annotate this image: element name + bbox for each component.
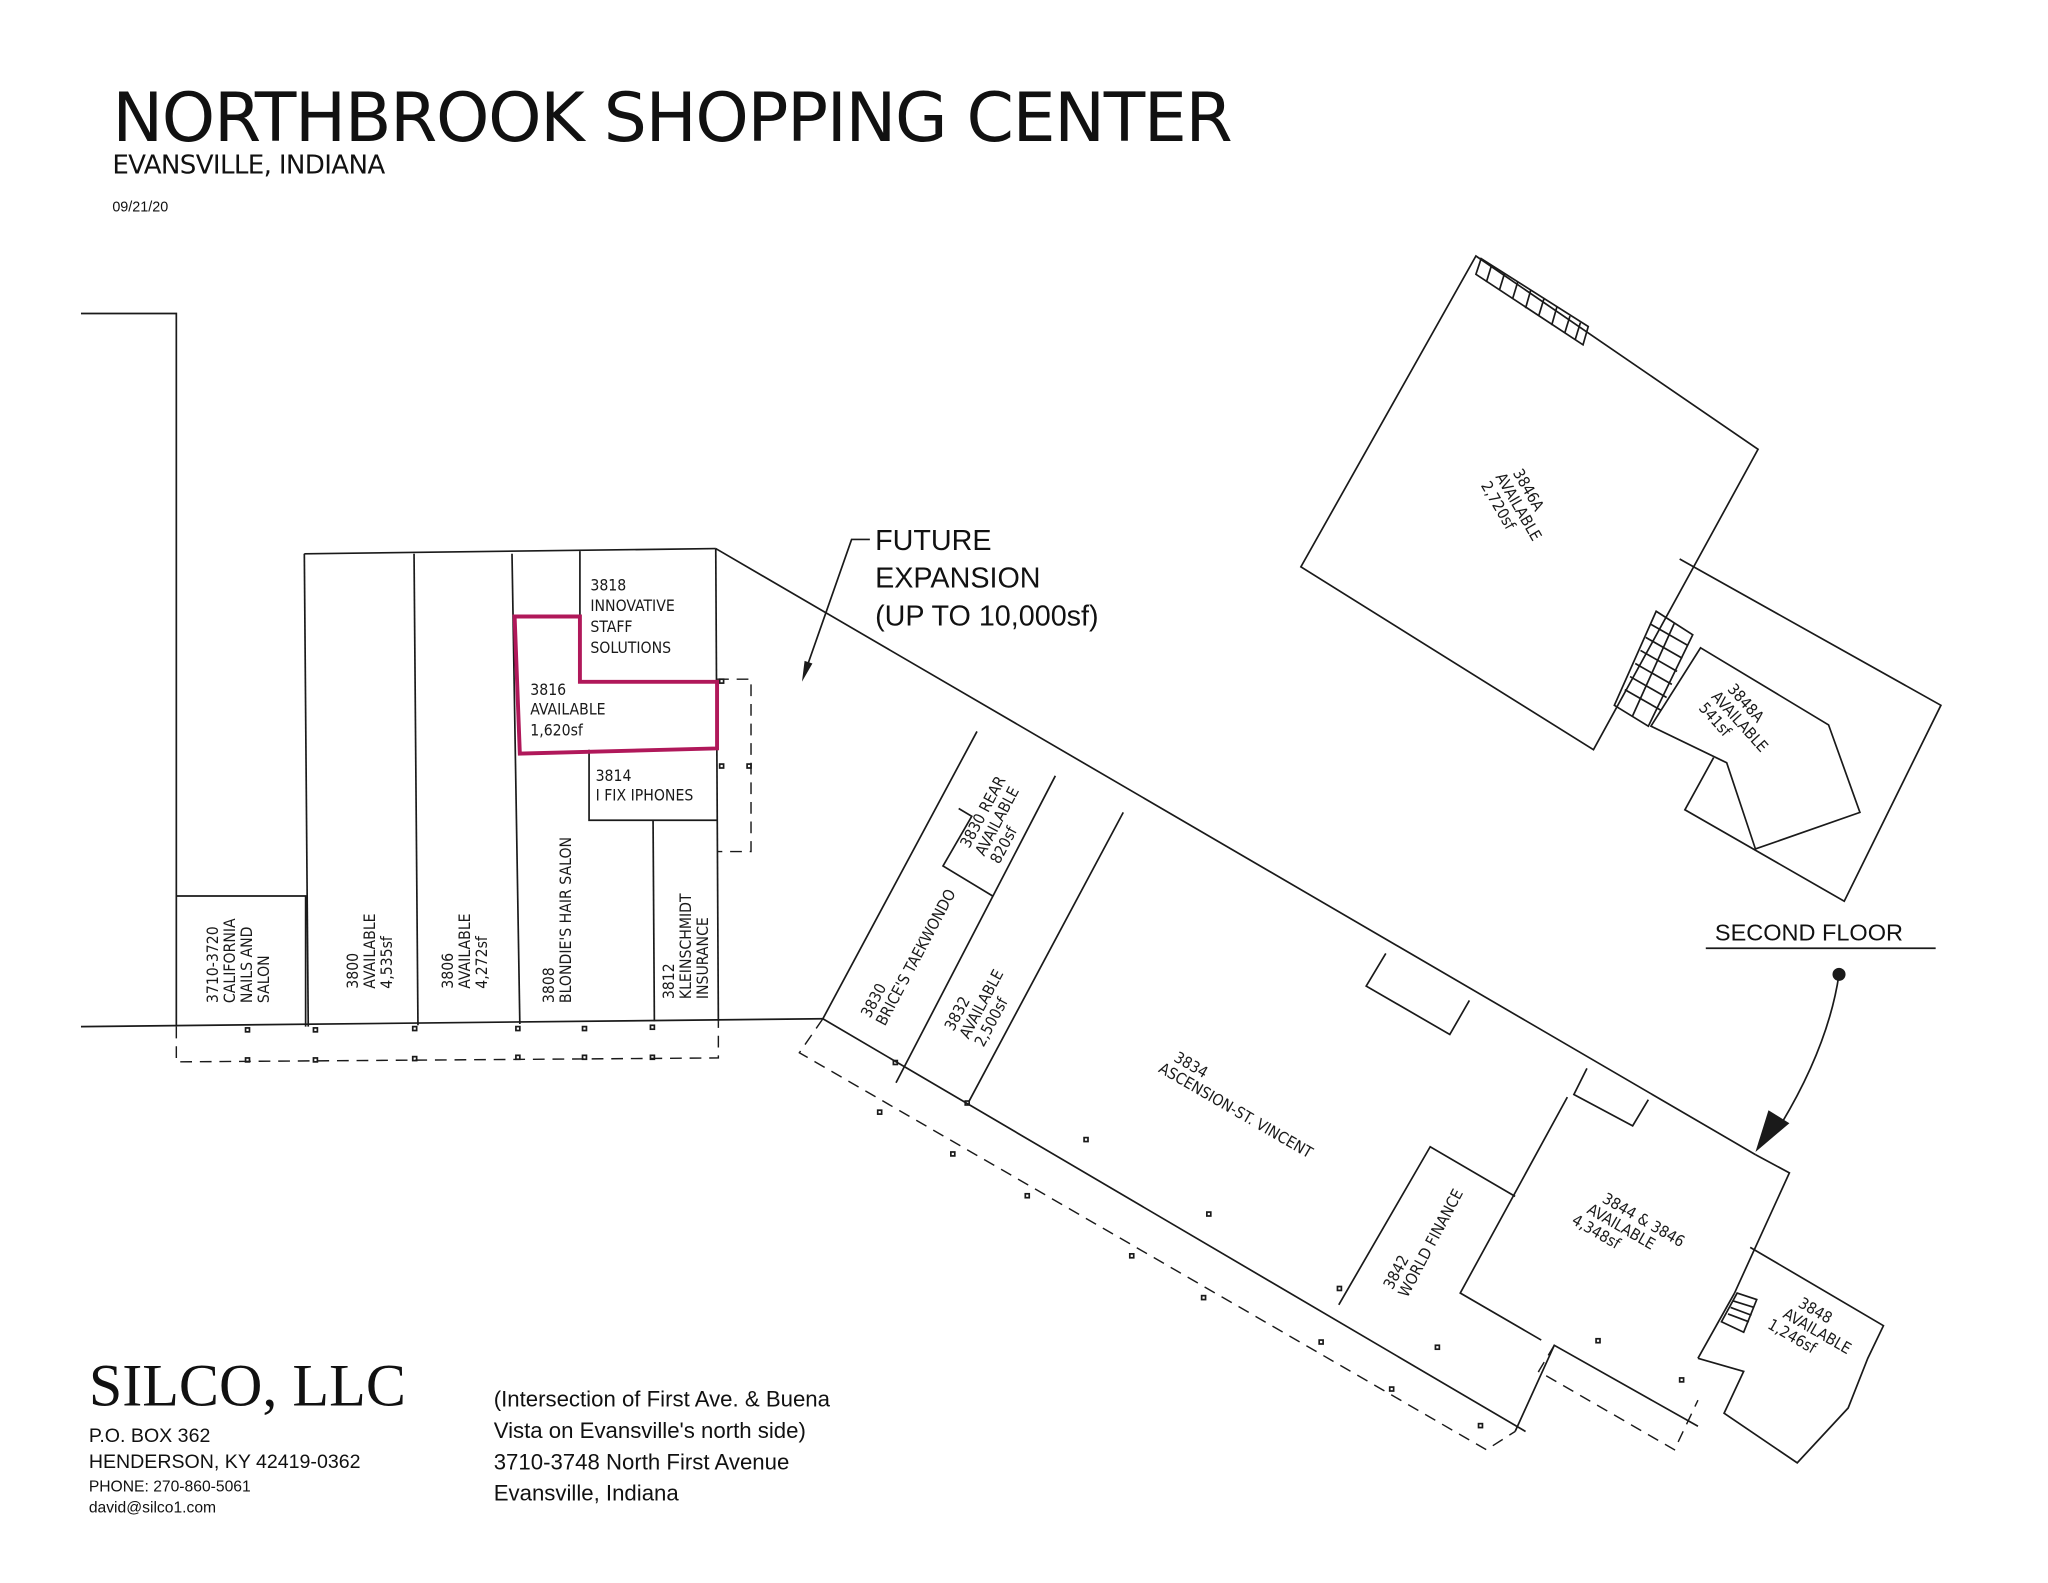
svg-text:1,620sf: 1,620sf <box>530 720 584 739</box>
svg-text:I FIX IPHONES: I FIX IPHONES <box>596 786 694 805</box>
svg-text:3808: 3808 <box>539 967 558 1003</box>
svg-text:AVAILABLE: AVAILABLE <box>455 913 474 988</box>
svg-text:3806: 3806 <box>438 953 457 989</box>
svg-text:3814: 3814 <box>596 766 632 785</box>
company-po-box: P.O. BOX 362 <box>89 1425 211 1447</box>
svg-text:3800: 3800 <box>343 953 362 989</box>
unit-3842[interactable]: 3842 WORLD FINANCE <box>1379 1178 1467 1301</box>
arrow-icon <box>1755 1110 1790 1152</box>
second-floor-callout: SECOND FLOOR <box>1705 919 1936 1152</box>
svg-text:AVAILABLE: AVAILABLE <box>360 913 379 988</box>
unit-3834[interactable]: 3834 ASCENSION-ST. VINCENT <box>1156 1044 1325 1163</box>
unit-3710[interactable]: 3710-3720 CALIFORNIA NAILS AND SALON <box>203 918 273 1003</box>
unit-3808[interactable]: 3808 BLONDIE'S HAIR SALON <box>539 837 575 1003</box>
unit-3806[interactable]: 3806 AVAILABLE 4,272sf <box>438 913 491 988</box>
svg-text:SALON: SALON <box>254 955 273 1003</box>
unit-3844-3846[interactable]: 3844 & 3846 AVAILABLE 4,348sf <box>1569 1181 1688 1281</box>
svg-text:SOLUTIONS: SOLUTIONS <box>590 638 671 657</box>
svg-text:FUTURE: FUTURE <box>875 525 991 557</box>
company-email[interactable]: david@silco1.com <box>89 1499 216 1516</box>
company-city: HENDERSON, KY 42419-0362 <box>89 1451 361 1473</box>
unit-3848[interactable]: 3848 AVAILABLE 1,246sf <box>1765 1285 1863 1372</box>
unit-3812[interactable]: 3812 KLEINSCHMIDT INSURANCE <box>659 893 712 999</box>
plan-date: 09/21/20 <box>112 200 168 216</box>
location-block: (Intersection of First Ave. & Buena Vist… <box>494 1387 831 1506</box>
svg-text:KLEINSCHMIDT: KLEINSCHMIDT <box>676 893 695 999</box>
svg-text:4,272sf: 4,272sf <box>472 935 491 989</box>
svg-text:3816: 3816 <box>530 680 566 699</box>
second-floor <box>1299 254 1943 903</box>
svg-text:ASCENSION-ST. VINCENT: ASCENSION-ST. VINCENT <box>1156 1058 1317 1162</box>
page-subtitle: EVANSVILLE, INDIANA <box>112 151 385 181</box>
svg-text:(Intersection of First Ave. &: (Intersection of First Ave. & Buena <box>494 1387 831 1412</box>
unit-3800[interactable]: 3800 AVAILABLE 4,535sf <box>343 913 396 988</box>
main-building <box>715 547 1885 1464</box>
svg-text:3812: 3812 <box>659 963 678 999</box>
svg-text:3710-3748 North First Avenue: 3710-3748 North First Avenue <box>494 1449 790 1474</box>
company-phone: PHONE: 270-860-5061 <box>89 1479 251 1496</box>
svg-text:3818: 3818 <box>590 575 626 594</box>
svg-text:Evansville, Indiana: Evansville, Indiana <box>494 1481 680 1506</box>
unit-3816[interactable]: 3816 AVAILABLE 1,620sf <box>530 680 605 739</box>
left-unit-labels: 3710-3720 CALIFORNIA NAILS AND SALON 380… <box>203 575 712 1003</box>
svg-text:3710-3720: 3710-3720 <box>203 926 222 1003</box>
svg-text:AVAILABLE: AVAILABLE <box>530 699 605 718</box>
svg-text:4,535sf: 4,535sf <box>377 935 396 989</box>
svg-text:BRICE'S TAEKWONDO: BRICE'S TAEKWONDO <box>872 886 960 1029</box>
svg-text:INSURANCE: INSURANCE <box>693 917 712 999</box>
left-building <box>80 312 823 1063</box>
svg-text:WORLD FINANCE: WORLD FINANCE <box>1394 1186 1467 1301</box>
unit-3830[interactable]: 3830 BRICE'S TAEKWONDO <box>857 878 960 1029</box>
unit-3816-highlight[interactable] <box>512 614 720 756</box>
future-expansion-callout: FUTURE EXPANSION (UP TO 10,000sf) <box>801 525 1099 682</box>
unit-3832[interactable]: 3832 AVAILABLE 2,500sf <box>940 958 1022 1049</box>
unit-3814[interactable]: 3814 I FIX IPHONES <box>596 766 694 805</box>
main-unit-labels: 3830 BRICE'S TAEKWONDO 3830 REAR AVAILAB… <box>857 773 1863 1372</box>
svg-text:Vista on Evansville's north si: Vista on Evansville's north side) <box>494 1418 806 1443</box>
unit-3818[interactable]: 3818 INNOVATIVE STAFF SOLUTIONS <box>590 575 674 657</box>
second-floor-label: SECOND FLOOR <box>1715 919 1903 945</box>
svg-text:BLONDIE'S HAIR SALON: BLONDIE'S HAIR SALON <box>556 837 575 1003</box>
svg-text:NAILS AND: NAILS AND <box>237 926 256 1003</box>
company-name: SILCO, LLC <box>89 1351 406 1418</box>
svg-text:(UP TO 10,000sf): (UP TO 10,000sf) <box>875 601 1098 633</box>
svg-text:STAFF: STAFF <box>590 617 632 636</box>
unit-3830-rear[interactable]: 3830 REAR AVAILABLE 820sf <box>956 773 1040 867</box>
page-title: NORTHBROOK SHOPPING CENTER <box>112 79 1231 158</box>
svg-text:EXPANSION: EXPANSION <box>875 563 1040 595</box>
svg-text:CALIFORNIA: CALIFORNIA <box>220 918 239 1003</box>
svg-text:INNOVATIVE: INNOVATIVE <box>590 596 674 615</box>
